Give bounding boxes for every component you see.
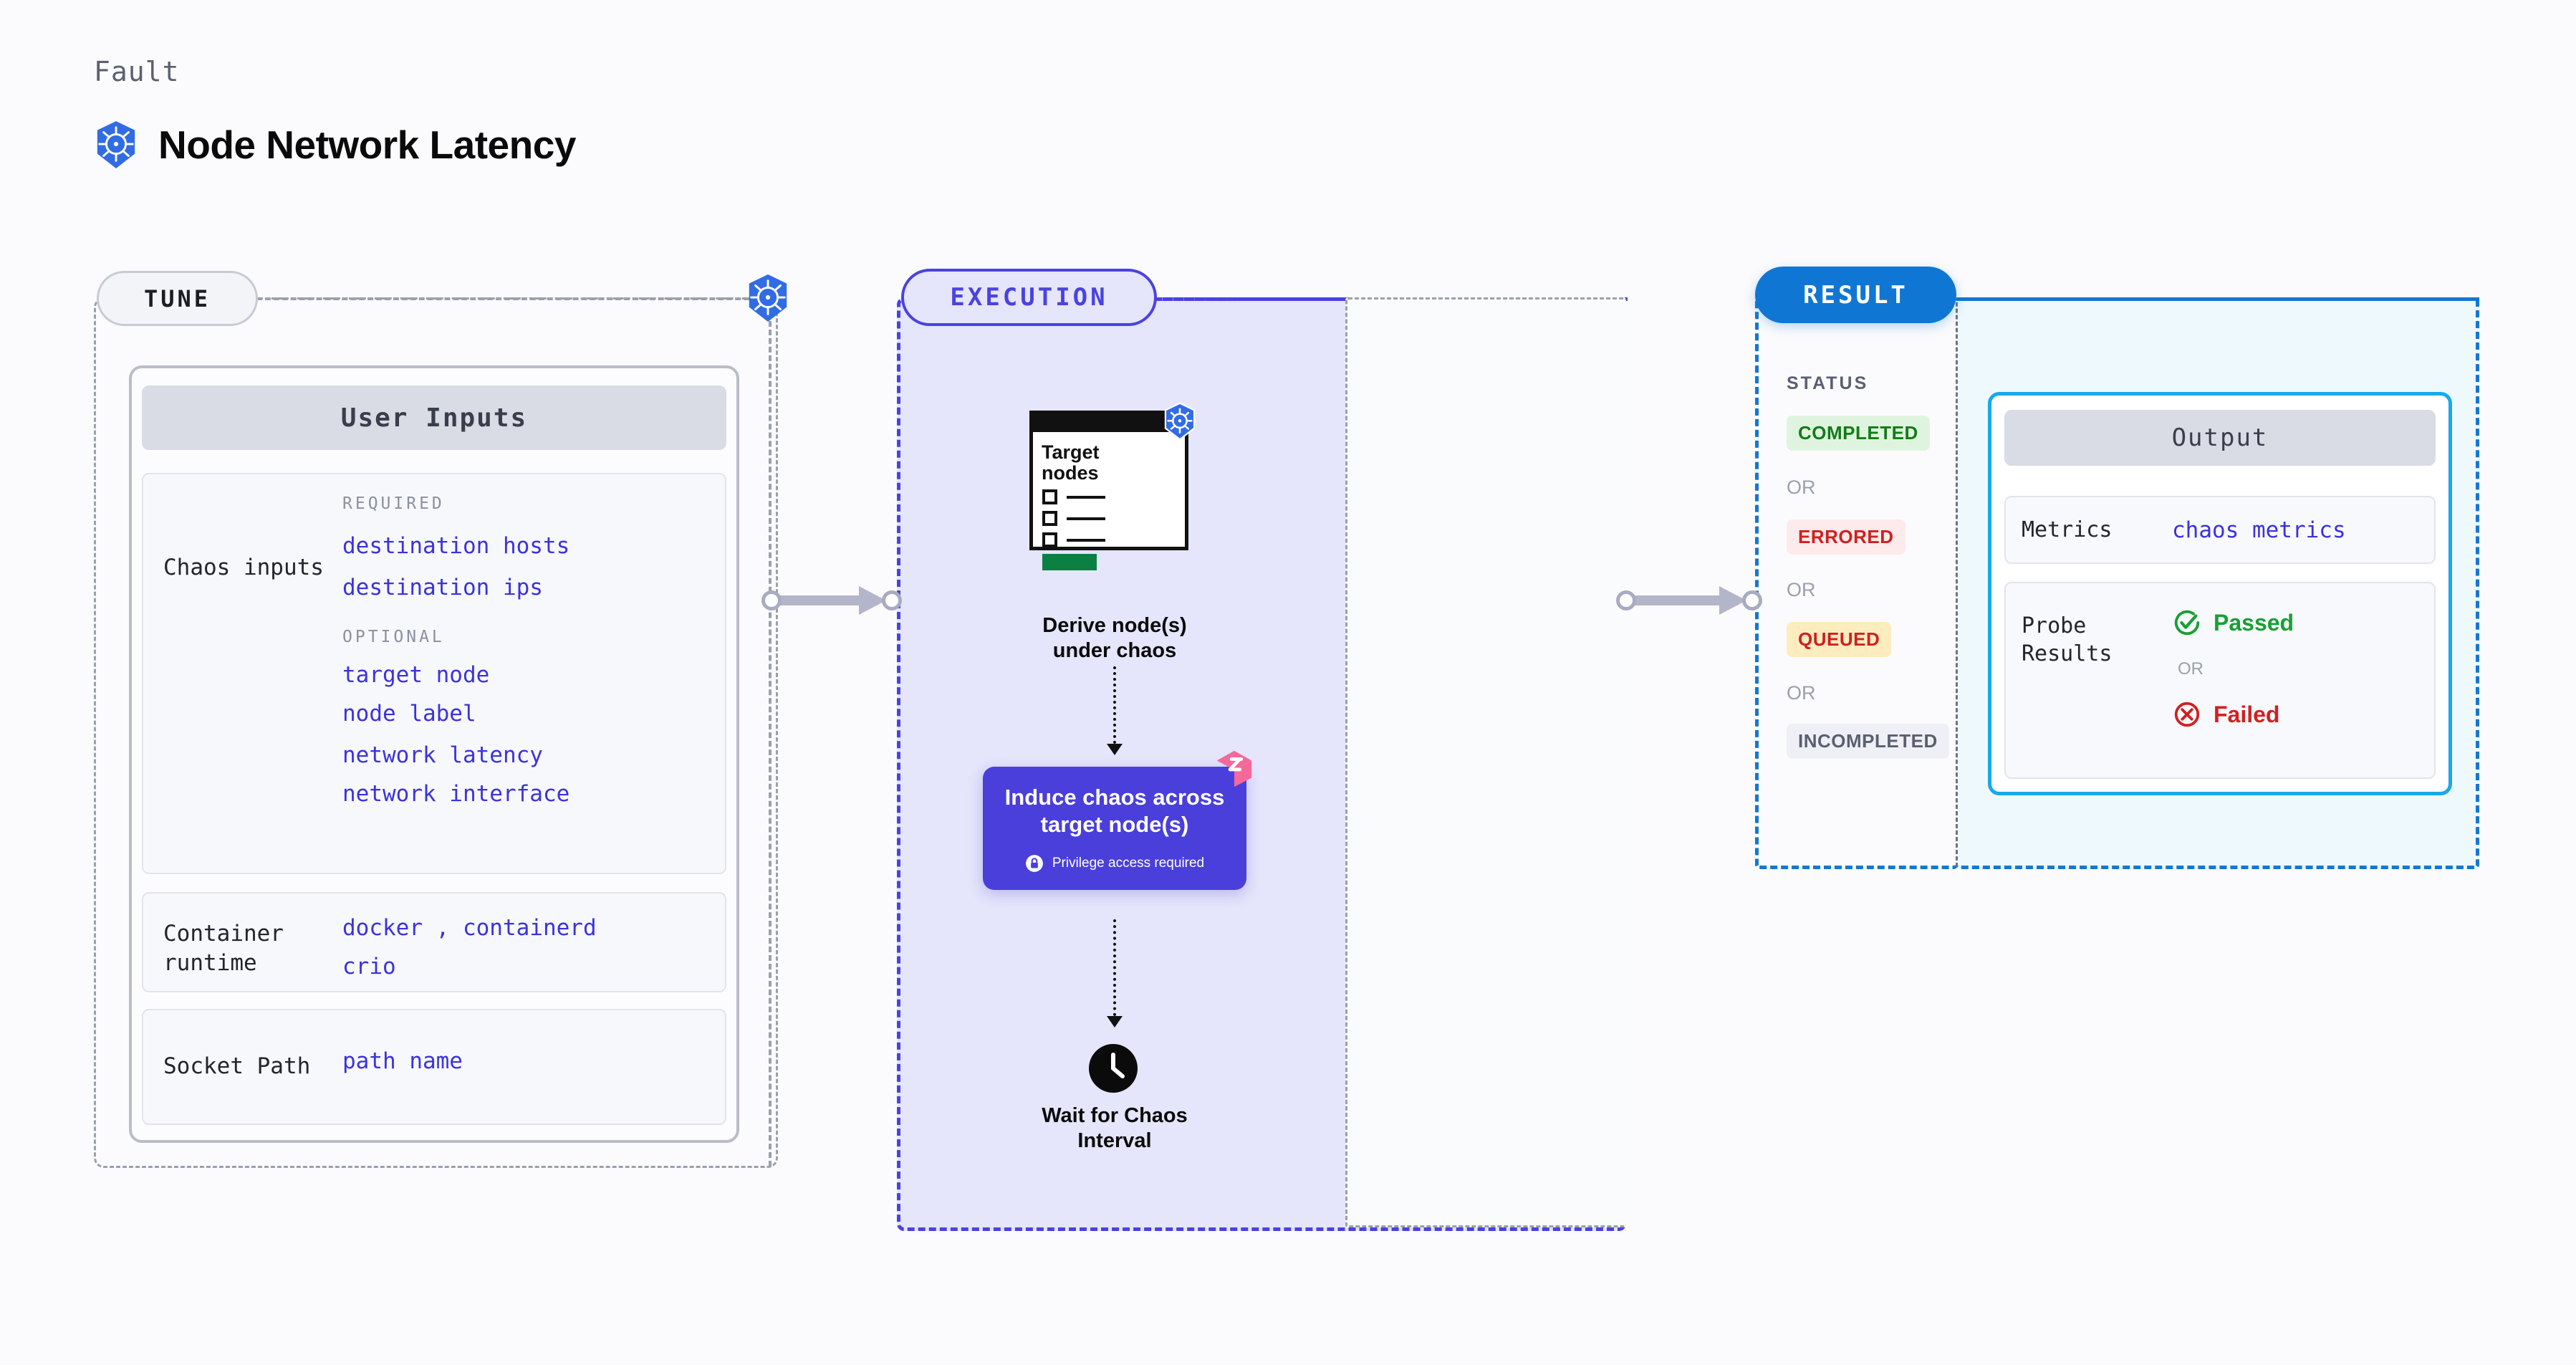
- probe-result-failed: Failed: [2172, 699, 2279, 729]
- x-circle-icon: [2172, 699, 2202, 729]
- tune-dashed-vertical: [769, 321, 772, 1167]
- connector-execution-to-result: [1616, 586, 1767, 615]
- probe-result-passed: Passed: [2172, 608, 2294, 638]
- param-value[interactable]: destination ips: [342, 575, 543, 600]
- result-stage-label: RESULT: [1755, 267, 1956, 323]
- litmus-icon: [1213, 747, 1255, 792]
- param-value[interactable]: path name: [342, 1048, 463, 1074]
- kubernetes-icon: [1163, 402, 1197, 444]
- required-heading: REQUIRED: [342, 494, 445, 513]
- param-value[interactable]: docker , containerd: [342, 915, 597, 941]
- param-value[interactable]: crio: [342, 954, 396, 980]
- or-label: OR: [1787, 579, 1816, 600]
- param-label: Container runtime: [163, 921, 284, 976]
- param-value[interactable]: destination hosts: [342, 533, 570, 559]
- user-inputs-title: User Inputs: [142, 385, 726, 450]
- output-title: Output: [2004, 410, 2436, 466]
- induce-chaos-step: Induce chaos across target node(s) Privi…: [983, 767, 1246, 890]
- clock-icon: [1087, 1043, 1139, 1098]
- metrics-value[interactable]: chaos metrics: [2172, 517, 2346, 543]
- passed-label: Passed: [2214, 609, 2294, 636]
- page-title: Node Network Latency: [158, 123, 576, 167]
- kubernetes-icon: [94, 120, 138, 169]
- privilege-note-text: Privilege access required: [1052, 855, 1205, 871]
- lock-icon: [1025, 854, 1044, 873]
- probe-results-label: Probe Results: [2022, 613, 2113, 666]
- tune-stage-label: TUNE: [97, 271, 258, 326]
- or-label: OR: [2178, 659, 2203, 679]
- param-card-socket-path: Socket Path path name: [142, 1009, 726, 1125]
- failed-label: Failed: [2214, 701, 2280, 727]
- result-stage-container: [1755, 297, 1958, 869]
- flow-arrow-head: [1107, 1016, 1123, 1028]
- target-nodes-card-title: Target nodes: [1042, 441, 1100, 484]
- probe-results-row: Probe Results Passed OR Failed: [2004, 582, 2436, 779]
- privilege-note: Privilege access required: [1025, 854, 1204, 873]
- flow-arrow-head: [1107, 744, 1123, 755]
- param-card-container-runtime: Container runtime docker , containerd cr…: [142, 892, 726, 992]
- status-title: STATUS: [1787, 373, 1869, 393]
- param-card-chaos-inputs: Chaos inputs REQUIRED destination hosts …: [142, 473, 726, 874]
- param-value[interactable]: target node: [342, 662, 490, 688]
- check-circle-icon: [2172, 608, 2202, 638]
- status-badge-queued: QUEUED: [1787, 622, 1892, 657]
- tune-dashed-connector: [256, 297, 758, 300]
- param-value[interactable]: network interface: [342, 781, 570, 807]
- step-caption-wait-chaos: Wait for Chaos Interval: [1042, 1104, 1188, 1152]
- execution-stage-label: EXECUTION: [901, 269, 1157, 326]
- status-badge-completed: COMPLETED: [1787, 416, 1930, 451]
- flow-arrow-line: [1113, 919, 1116, 1016]
- step-caption-induce-chaos: Induce chaos across target node(s): [1004, 785, 1225, 837]
- param-label: Socket Path: [163, 1053, 311, 1079]
- step-caption-derive-nodes: Derive node(s) under chaos: [1042, 614, 1187, 662]
- page-eyebrow: Fault: [94, 56, 180, 87]
- metrics-label: Metrics: [2022, 517, 2113, 542]
- or-label: OR: [1787, 476, 1816, 498]
- kubernetes-icon: [745, 274, 791, 326]
- target-nodes-card-icon: Target nodes: [1029, 411, 1188, 570]
- param-value[interactable]: node label: [342, 701, 476, 727]
- param-value[interactable]: network latency: [342, 742, 543, 768]
- probes-panel: [1345, 297, 1626, 1227]
- or-label: OR: [1787, 682, 1816, 704]
- optional-heading: OPTIONAL: [342, 628, 445, 646]
- status-badge-incompleted: INCOMPLETED: [1787, 724, 1949, 759]
- flow-arrow-line: [1113, 666, 1116, 744]
- connector-tune-to-execution: [761, 586, 905, 615]
- page-title-row: Node Network Latency: [94, 120, 576, 169]
- result-dashed-connector: [1956, 297, 2479, 301]
- status-badge-errored: ERRORED: [1787, 519, 1905, 555]
- param-label: Chaos inputs: [163, 555, 324, 580]
- metrics-row: Metrics chaos metrics: [2004, 496, 2436, 564]
